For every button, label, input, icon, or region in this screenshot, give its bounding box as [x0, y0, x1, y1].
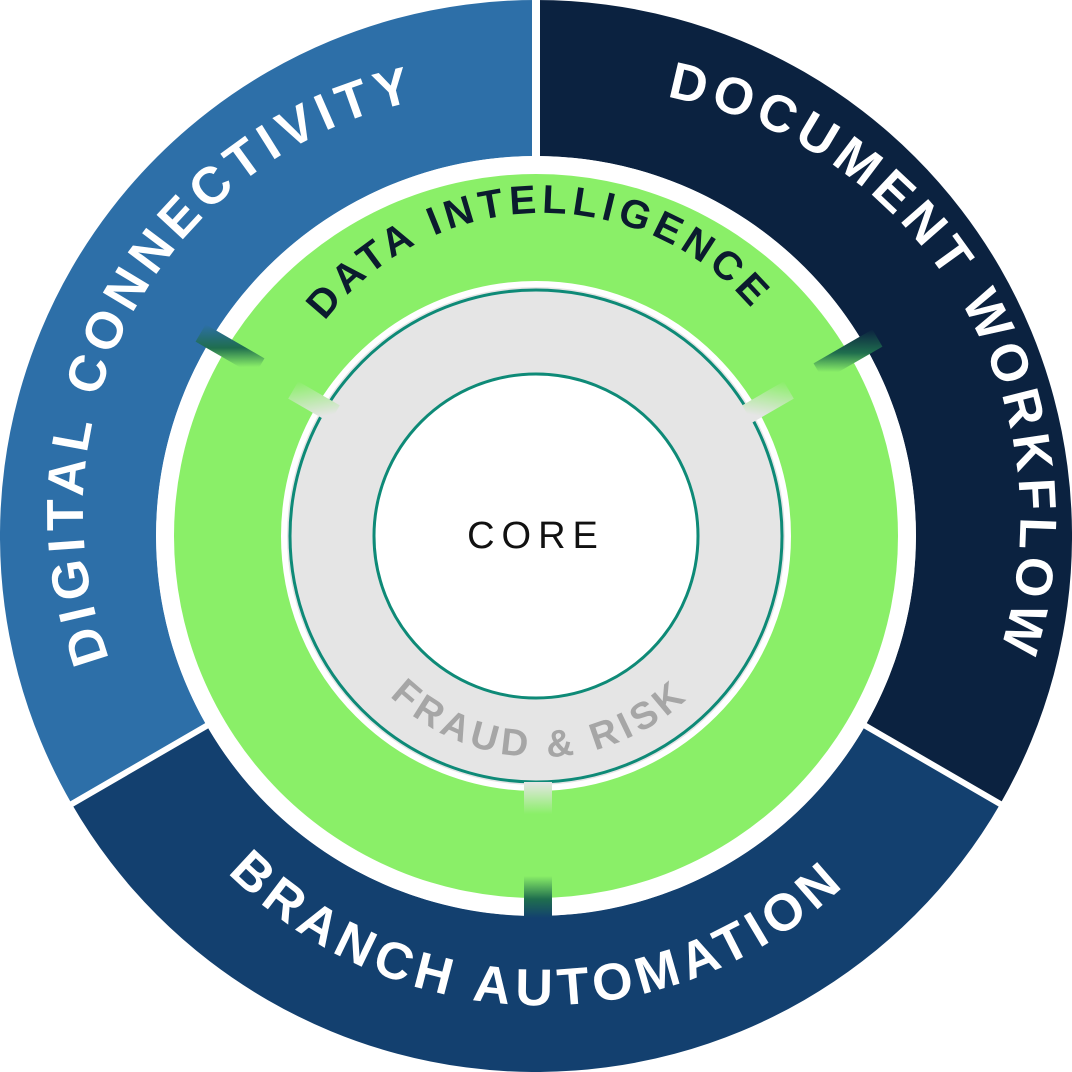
connector-inner-right [742, 381, 794, 423]
branch-automation-segment [71, 726, 1001, 1072]
connector-branch [524, 876, 552, 918]
connector-inner-left [288, 381, 340, 423]
separator-right [862, 722, 1004, 808]
core-circle [372, 372, 700, 700]
digital-connectivity-segment [0, 0, 536, 804]
core-label: CORE [467, 515, 605, 557]
connector-digital [195, 324, 265, 376]
connector-inner-bottom [524, 782, 552, 814]
separator-left [68, 722, 210, 808]
document-workflow-segment [536, 0, 1072, 804]
connector-document [813, 329, 883, 381]
